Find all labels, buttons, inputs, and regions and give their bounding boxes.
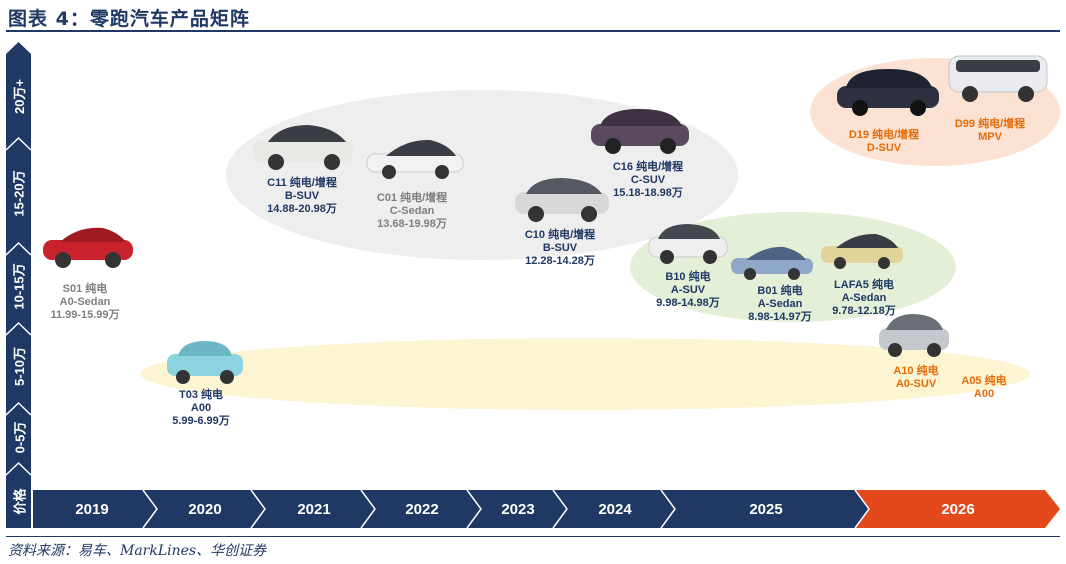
car-image-c01 [366, 139, 464, 179]
year-2023: 2023 [501, 500, 535, 518]
car-image-a10 [879, 314, 949, 357]
car-image-s01 [43, 227, 133, 268]
timeline-arrow [33, 490, 1060, 528]
car-image-b10 [648, 224, 728, 264]
car-image-lafa5 [821, 233, 903, 269]
car-image-c11 [253, 125, 353, 170]
figure-title: 图表 4：零跑汽车产品矩阵 [8, 8, 250, 30]
car-image-d99 [948, 55, 1048, 102]
year-timeline: 2019 2020 2021 2022 2023 2024 2025 2026 [33, 490, 1061, 528]
car-image-b01 [731, 246, 813, 280]
footer-rule [6, 536, 1060, 537]
price-band-15-20: 15-20万 [12, 169, 27, 217]
car-image-t03 [167, 341, 243, 384]
year-2024: 2024 [598, 500, 632, 518]
group-ellipse-entry [140, 338, 1030, 410]
year-2021: 2021 [297, 500, 331, 518]
price-band-0-5: 0-5万 [12, 421, 28, 453]
year-2019: 2019 [75, 500, 109, 518]
price-band-20-plus: 20万+ [12, 78, 27, 114]
price-axis-header: 价格 [12, 488, 28, 515]
title-rule [6, 30, 1060, 32]
source-note: 资料来源：易车、MarkLines、华创证券 [8, 543, 267, 559]
year-2022: 2022 [405, 500, 439, 518]
car-image-c16 [591, 109, 689, 154]
price-band-10-15: 10-15万 [12, 262, 27, 310]
price-axis: 价格 0-5万 5-10万 10-15万 15-20万 20万+ [6, 42, 31, 528]
year-2025: 2025 [749, 500, 783, 518]
car-image-d19 [837, 69, 939, 116]
year-2026: 2026 [941, 500, 975, 518]
price-axis-arrow [6, 42, 31, 528]
car-image-c10 [515, 178, 609, 222]
year-2020: 2020 [188, 500, 222, 518]
price-band-5-10: 5-10万 [12, 346, 27, 386]
